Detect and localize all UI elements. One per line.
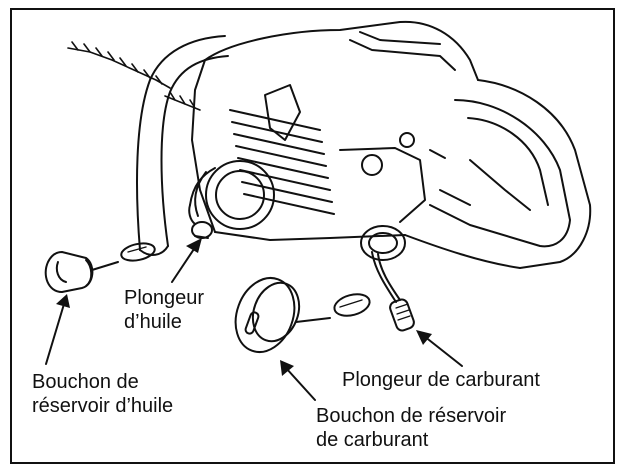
leader-arrows [45, 238, 463, 401]
fuel-tank-cap-label-line-1: Bouchon de réservoir [316, 405, 507, 427]
fuel-plunger-label: Plongeur de carburant [342, 368, 540, 392]
oil-plunger-leader [171, 245, 197, 283]
front-handle [136, 35, 229, 256]
fuel-tank-cap [234, 277, 371, 353]
oil-tank-cap-label: Bouchon de réservoir d’huile [32, 370, 173, 418]
fuel-plunger [389, 298, 415, 332]
oil-cap-arrowhead [56, 294, 70, 308]
saw-body [191, 20, 592, 269]
fuel-filler [360, 225, 406, 303]
fuel-tank-cap-label-line-2: de carburant [316, 429, 429, 451]
fuel-plunger-leader [423, 335, 463, 367]
fuel-plunger-arrowhead [416, 330, 432, 345]
oil-plunger-label: Plongeur d’huile [124, 286, 204, 334]
oil-tank-cap-label-line-1: Bouchon de [32, 371, 139, 393]
oil-cap-leader [45, 303, 65, 365]
fuel-cap-arrowhead [280, 360, 294, 376]
fuel-tank-cap-label: Bouchon de réservoir de carburant [316, 404, 506, 452]
oil-tank-cap-label-line-2: réservoir d’huile [32, 395, 174, 417]
diagram-frame [10, 8, 615, 464]
fuel-plunger-label-line-1: Plongeur de carburant [342, 369, 540, 391]
oil-tank-cap [44, 242, 156, 293]
saw-chain [67, 41, 201, 111]
oil-plunger-label-line-1: Plongeur [124, 287, 205, 309]
oil-plunger-label-line-2: d’huile [124, 311, 182, 333]
oil-filler [189, 160, 275, 230]
fuel-cap-leader [285, 367, 316, 401]
oil-plunger-arrowhead [186, 238, 202, 253]
